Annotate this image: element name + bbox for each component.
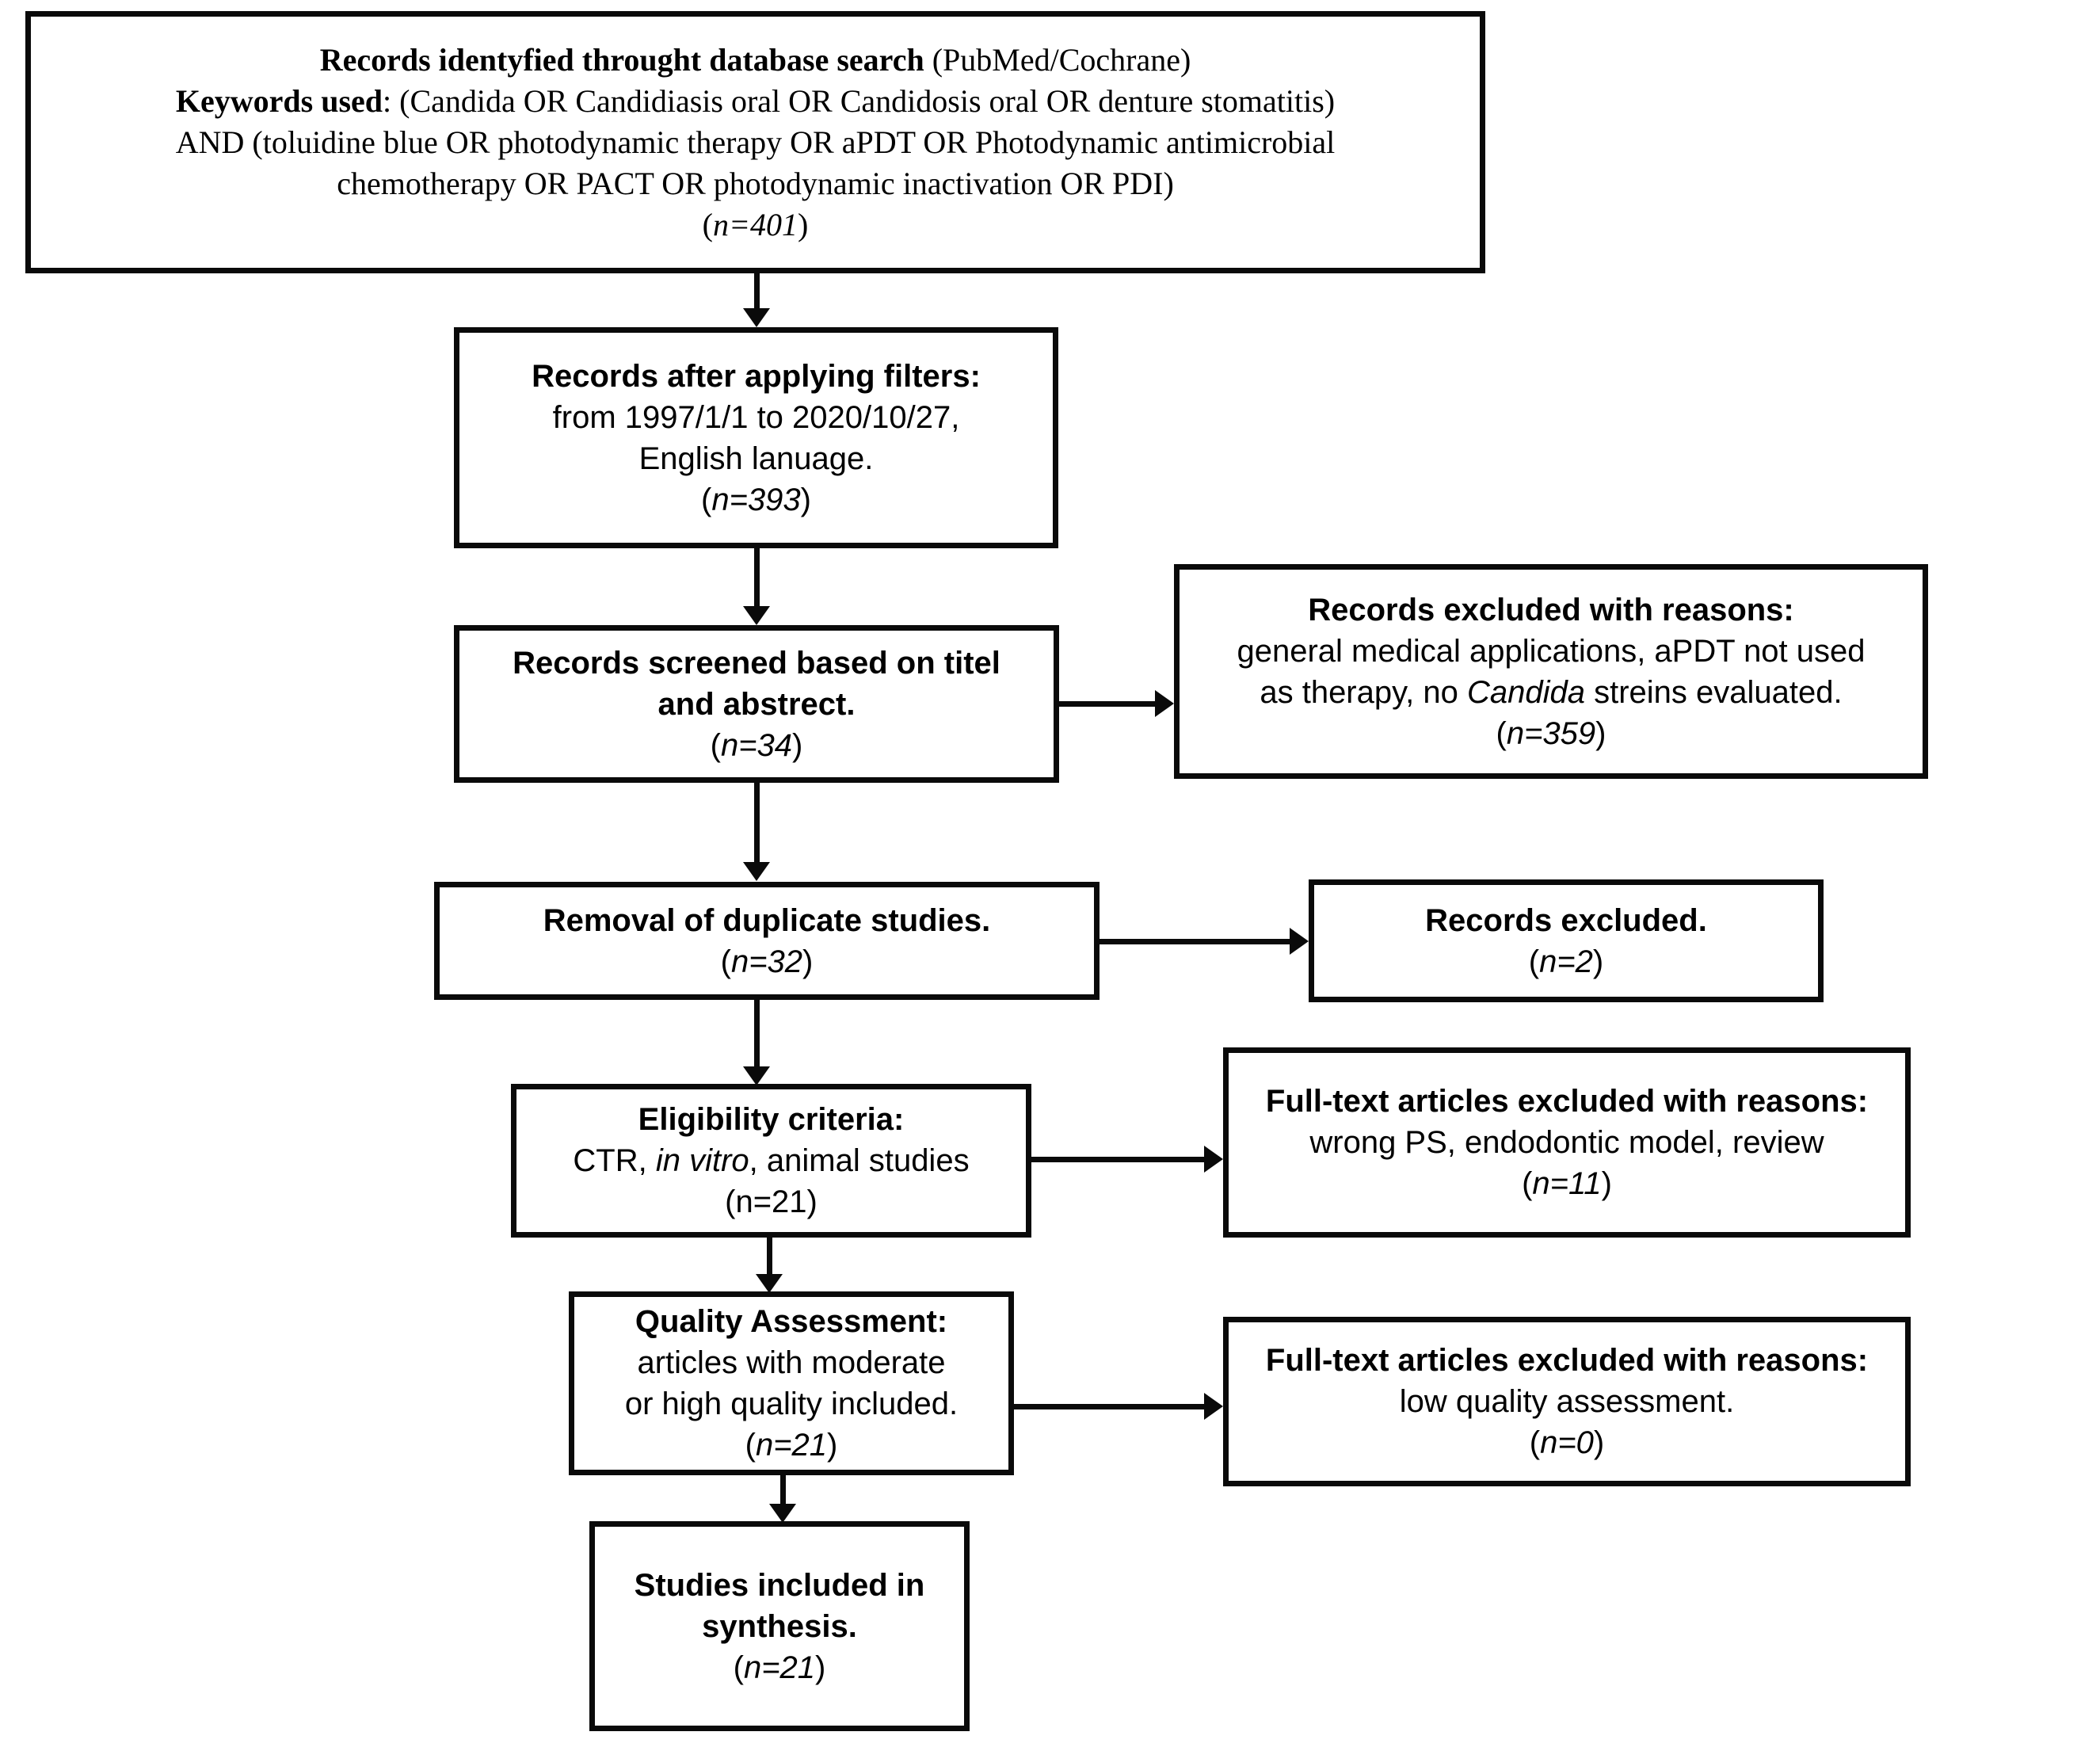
screened-title-line-2: and abstrect. xyxy=(657,686,856,722)
connector-duplicates-to-records-excluded xyxy=(1100,939,1290,944)
included-title-line-1: Studies included in xyxy=(634,1567,925,1603)
connector-quality-to-fulltext-excluded-2 xyxy=(1014,1404,1204,1409)
records-excluded-box: Records excluded. (n=2) xyxy=(1309,879,1824,1002)
screened-title-line-1: Records screened based on titel xyxy=(513,645,1000,681)
excluded-reasons-count: (n=359) xyxy=(1496,715,1606,751)
fulltext-excluded-1-count: (n=11) xyxy=(1522,1166,1612,1201)
fulltext-excluded-reasons-box-1: Full-text articles excluded with reasons… xyxy=(1223,1047,1911,1238)
arrow-screened-to-excluded xyxy=(1155,690,1174,717)
records-excluded-title: Records excluded. xyxy=(1425,902,1707,938)
quality-title: Quality Assessment: xyxy=(635,1304,948,1339)
filters-line-3: English lanuage. xyxy=(638,441,874,476)
connector-duplicates-to-eligibility xyxy=(754,1000,760,1066)
eligibility-count: (n=21) xyxy=(725,1184,818,1219)
records-screened-box: Records screened based on titel and abst… xyxy=(454,625,1059,783)
eligibility-criteria-box: Eligibility criteria: CTR, in vitro, ani… xyxy=(511,1084,1031,1238)
fulltext-excluded-reasons-box-2: Full-text articles excluded with reasons… xyxy=(1223,1317,1911,1486)
fulltext-excluded-1-title: Full-text articles excluded with reasons… xyxy=(1265,1084,1869,1119)
identified-count: (n=401) xyxy=(702,206,809,242)
duplicates-title: Removal of duplicate studies. xyxy=(543,902,991,938)
excluded-reasons-line-3: as therapy, no Candida streins evaluated… xyxy=(1260,674,1843,710)
excluded-reasons-line-2: general medical applications, aPDT not u… xyxy=(1237,633,1866,669)
quality-line-3: or high quality included. xyxy=(624,1387,959,1421)
arrow-quality-to-included xyxy=(769,1504,796,1523)
screened-count: (n=34) xyxy=(710,727,803,763)
identified-line-3: AND (toluidine blue OR photodynamic ther… xyxy=(175,124,1336,160)
quality-count: (n=21) xyxy=(745,1428,838,1463)
studies-included-box: Studies included in synthesis. (n=21) xyxy=(589,1521,970,1731)
records-after-filters-box: Records after applying filters: from 199… xyxy=(454,327,1058,548)
included-title-line-2: synthesis. xyxy=(702,1608,857,1644)
arrow-quality-to-fulltext-excluded-2 xyxy=(1204,1393,1223,1420)
excluded-reasons-title: Records excluded with reasons: xyxy=(1308,592,1794,627)
arrow-duplicates-to-records-excluded xyxy=(1290,928,1309,955)
identified-line-1: Records identyfied throught database sea… xyxy=(319,41,1191,78)
eligibility-title: Eligibility criteria: xyxy=(638,1102,905,1137)
fulltext-excluded-2-count: (n=0) xyxy=(1529,1425,1605,1460)
connector-screened-to-duplicates xyxy=(754,783,760,862)
arrow-eligibility-to-fulltext-excluded-1 xyxy=(1204,1146,1223,1173)
arrow-identified-to-filters xyxy=(743,308,770,327)
duplicates-count: (n=32) xyxy=(720,944,814,979)
filters-count: (n=393) xyxy=(700,482,811,517)
quality-line-2: articles with moderate xyxy=(637,1345,946,1380)
connector-quality-to-included xyxy=(780,1475,786,1504)
fulltext-excluded-2-line-2: low quality assessment. xyxy=(1399,1384,1735,1419)
records-identified-box: Records identyfied throught database sea… xyxy=(25,11,1485,273)
identified-line-2: Keywords used: (Candida OR Candidiasis o… xyxy=(175,82,1336,119)
connector-eligibility-to-fulltext-excluded-1 xyxy=(1031,1157,1204,1162)
arrow-eligibility-to-quality xyxy=(756,1274,783,1293)
included-count: (n=21) xyxy=(733,1650,826,1685)
connector-filters-to-screened xyxy=(754,548,760,606)
connector-eligibility-to-quality xyxy=(767,1238,772,1274)
records-excluded-reasons-box: Records excluded with reasons: general m… xyxy=(1174,564,1928,779)
fulltext-excluded-1-line-2: wrong PS, endodontic model, review xyxy=(1309,1125,1824,1160)
connector-identified-to-filters xyxy=(754,273,760,308)
connector-screened-to-excluded xyxy=(1059,701,1155,707)
removal-duplicates-box: Removal of duplicate studies. (n=32) xyxy=(434,882,1100,1000)
filters-title: Records after applying filters: xyxy=(532,358,981,394)
fulltext-excluded-2-title: Full-text articles excluded with reasons… xyxy=(1265,1343,1869,1378)
identified-line-4: chemotherapy OR PACT OR photodynamic ina… xyxy=(337,165,1174,201)
arrow-duplicates-to-eligibility xyxy=(743,1066,770,1085)
quality-assessment-box: Quality Assessment: articles with modera… xyxy=(569,1291,1014,1475)
arrow-screened-to-duplicates xyxy=(743,862,770,881)
eligibility-line-2: CTR, in vitro, animal studies xyxy=(573,1143,970,1178)
filters-line-2: from 1997/1/1 to 2020/10/27, xyxy=(552,399,960,435)
arrow-filters-to-screened xyxy=(743,606,770,625)
records-excluded-count: (n=2) xyxy=(1528,944,1604,979)
